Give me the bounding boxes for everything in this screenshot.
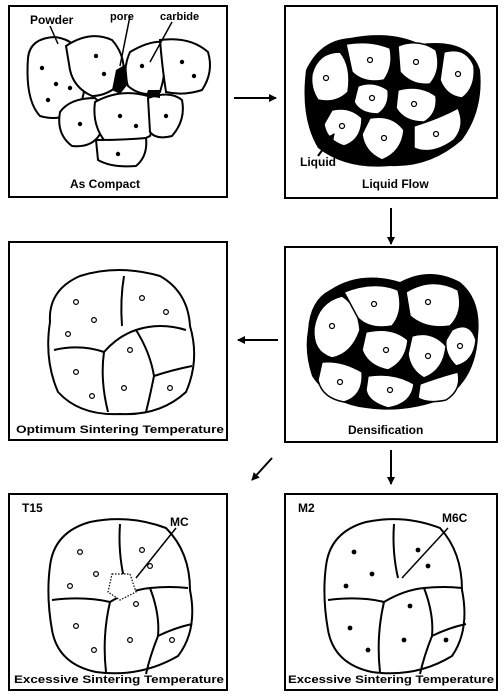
carbide-label: carbide: [160, 11, 199, 23]
carbide-dot: [164, 114, 168, 118]
carbide-ring: [140, 548, 145, 553]
panel-densification: Densification: [285, 247, 497, 442]
carbide-ring: [456, 72, 461, 77]
carbide-dot: [344, 584, 349, 589]
carbide-ring: [370, 96, 375, 101]
carbide-ring: [148, 564, 153, 569]
carbide-dot: [192, 74, 196, 78]
carbide-ring: [338, 380, 343, 385]
carbide-ring: [414, 60, 419, 65]
m6c-label: M6C: [442, 511, 468, 525]
panel-as-compact: Powder pore carbide As Compact: [9, 6, 227, 197]
carbide-ring: [426, 354, 431, 359]
mc-label: MC: [170, 515, 189, 529]
carbide-ring: [330, 324, 335, 329]
carbide-dot: [348, 626, 353, 631]
carbide-ring: [94, 572, 99, 577]
carbide-ring: [170, 638, 175, 643]
carbide-dot: [94, 54, 98, 58]
carbide-dot: [116, 152, 120, 156]
panel-tag: M2: [298, 501, 315, 515]
powder-label: Powder: [30, 13, 74, 27]
liquid-label: Liquid: [300, 155, 336, 169]
panel-tag: T15: [22, 501, 43, 515]
carbide-ring: [384, 348, 389, 353]
carbide-dot: [444, 638, 449, 643]
powder-particle: [94, 93, 153, 143]
carbide-dot: [40, 66, 44, 70]
powder-particle: [96, 138, 146, 166]
carbide-dot: [68, 86, 72, 90]
panel-caption: Excessive Sintering Temperature: [288, 674, 494, 686]
carbide-dot: [140, 64, 144, 68]
carbide-ring: [128, 638, 133, 643]
carbide-ring: [168, 386, 173, 391]
carbide-ring: [92, 318, 97, 323]
powder-particles: [28, 36, 211, 166]
carbide-ring: [388, 388, 393, 393]
powder-particle: [125, 42, 165, 94]
carbide-ring: [122, 386, 127, 391]
carbide-dot: [408, 604, 413, 609]
arrow-densification-to-t15: [252, 458, 272, 480]
carbide-dot: [46, 98, 50, 102]
carbide-ring: [140, 296, 145, 301]
carbide-dot: [416, 548, 421, 553]
carbide-ring: [128, 348, 133, 353]
carbide-dot: [402, 638, 407, 643]
panel-caption: Liquid Flow: [362, 177, 429, 191]
panel-caption: Optimum Sintering Temperature: [16, 424, 224, 436]
carbide-dot: [180, 60, 184, 64]
carbide-dot: [426, 564, 431, 569]
carbide-dot: [366, 648, 371, 653]
carbide-ring: [412, 102, 417, 107]
carbide-dot: [54, 82, 58, 86]
carbide-ring: [74, 370, 79, 375]
pore-label: pore: [110, 11, 134, 23]
carbide-ring: [66, 332, 71, 337]
grains: [314, 283, 476, 408]
carbide-ring: [74, 624, 79, 629]
carbide-ring: [90, 394, 95, 399]
carbide-ring: [92, 648, 97, 653]
panel-optimum: Optimum Sintering Temperature: [9, 242, 227, 440]
carbide-ring: [382, 136, 387, 141]
carbide-ring: [372, 302, 377, 307]
carbide-dot: [78, 122, 82, 126]
panel-excessive-t15: T15 MC Excessive Sintering Temperature: [9, 494, 227, 690]
powder-particle: [160, 39, 210, 93]
panel-caption: Excessive Sintering Temperature: [14, 674, 224, 686]
carbide-ring: [340, 124, 345, 129]
carbide-dot: [134, 124, 138, 128]
panel-excessive-m2: M2 M6C Excessive Sintering Temperature: [285, 494, 497, 690]
carbide-ring: [68, 584, 73, 589]
carbide-dot: [102, 72, 106, 76]
carbide-dot: [352, 550, 357, 555]
carbide-ring: [78, 550, 83, 555]
carbide-ring: [324, 76, 329, 81]
carbide-dot: [118, 114, 122, 118]
carbide-ring: [74, 300, 79, 305]
panel-caption: As Compact: [70, 177, 140, 191]
carbide-ring: [426, 300, 431, 305]
panel-liquid-flow: Liquid Liquid Flow: [285, 6, 497, 198]
panel-caption: Densification: [348, 423, 423, 437]
carbide-ring: [458, 344, 463, 349]
carbide-ring: [368, 58, 373, 63]
carbide-ring: [134, 602, 139, 607]
carbide-ring: [164, 310, 169, 315]
carbide-ring: [434, 132, 439, 137]
carbide-dot: [370, 572, 375, 577]
